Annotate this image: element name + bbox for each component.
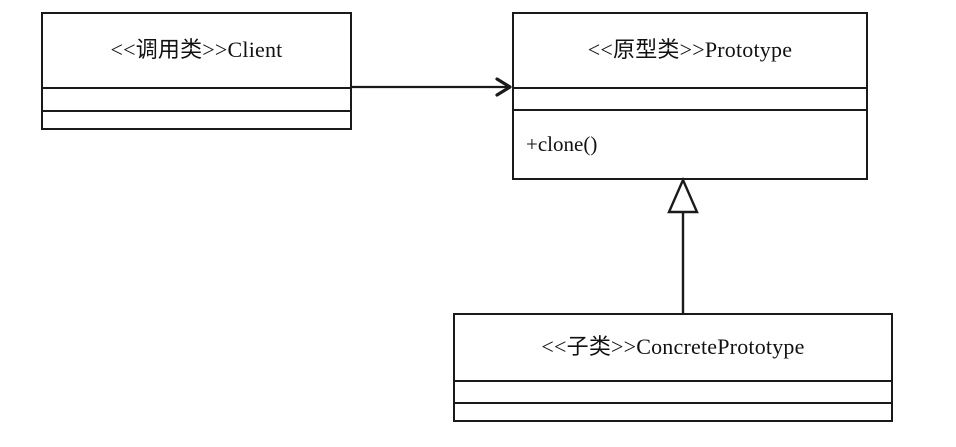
uml-class-concrete-prototype-name-label: <<子类>>ConcretePrototype: [541, 334, 805, 360]
uml-class-prototype-operation-clone: +clone(): [526, 132, 598, 156]
uml-class-prototype-name-label: <<原型类>>Prototype: [587, 37, 793, 63]
uml-class-prototype-attributes-compartment: [514, 89, 866, 111]
uml-association-client-to-prototype[interactable]: [352, 77, 512, 97]
open-arrow-icon: [495, 77, 512, 97]
uml-class-prototype-name-compartment: <<原型类>>Prototype: [514, 14, 866, 89]
uml-class-concrete-prototype-operations-compartment: [455, 404, 891, 420]
uml-class-concrete-prototype-attributes-compartment: [455, 382, 891, 404]
hollow-triangle-icon: [667, 177, 699, 214]
uml-class-client-name-label: <<调用类>>Client: [110, 37, 283, 63]
uml-class-concrete-prototype[interactable]: <<子类>>ConcretePrototype: [453, 313, 893, 422]
uml-class-client-operations-compartment: [43, 112, 350, 128]
uml-class-prototype-operations-compartment: +clone(): [514, 111, 866, 178]
uml-class-client-attributes-compartment: [43, 89, 350, 112]
uml-generalization-concrete-to-prototype[interactable]: [667, 177, 699, 313]
uml-class-client[interactable]: <<调用类>>Client: [41, 12, 352, 130]
uml-class-prototype[interactable]: <<原型类>>Prototype +clone(): [512, 12, 868, 180]
uml-class-client-name-compartment: <<调用类>>Client: [43, 14, 350, 89]
uml-class-concrete-prototype-name-compartment: <<子类>>ConcretePrototype: [455, 315, 891, 382]
